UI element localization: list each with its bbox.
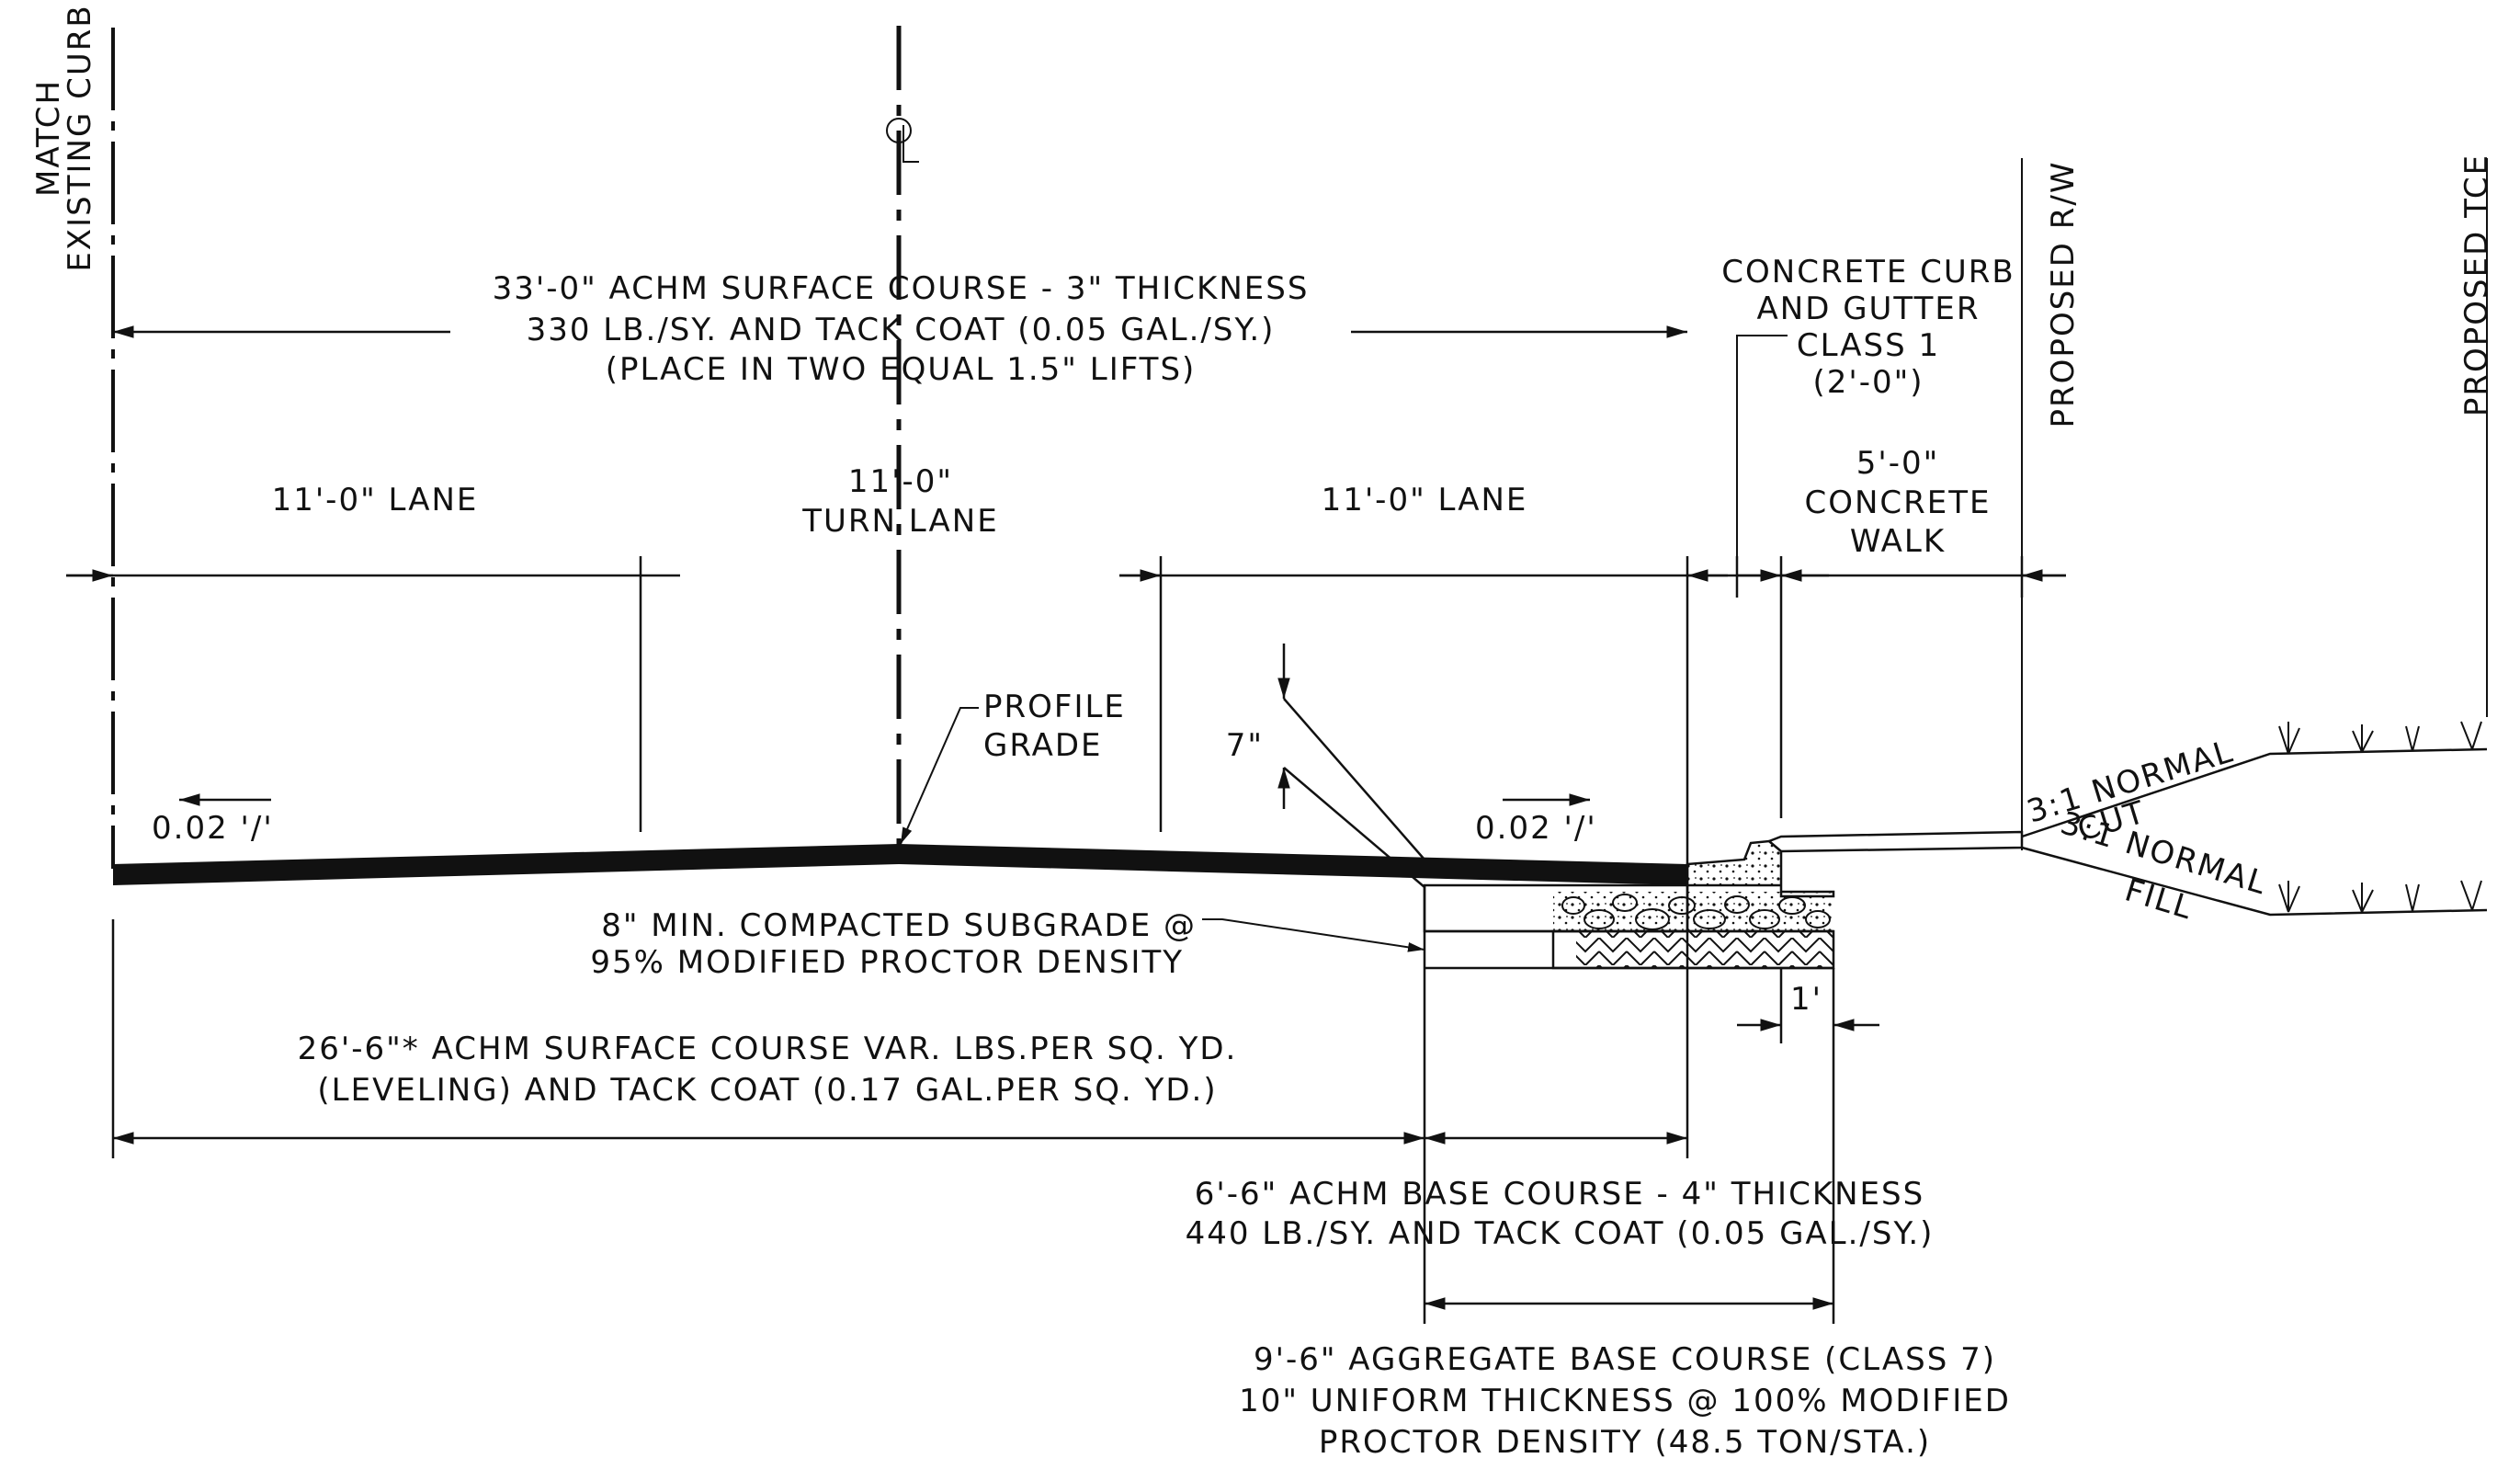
one-foot-label: 1' bbox=[1790, 981, 1822, 1018]
asphalt-surface-course bbox=[113, 844, 1687, 885]
base-course-label-2: 440 LB./SY. AND TACK COAT (0.05 GAL./SY.… bbox=[1186, 1215, 1935, 1252]
proposed-tce-label: PROPOSED TCE bbox=[2458, 154, 2495, 416]
curb-gutter-line-1: CONCRETE CURB bbox=[1721, 254, 2015, 291]
fill-slope-label-2: FILL bbox=[2120, 872, 2197, 927]
surface-course-line-1: 33'-0" ACHM SURFACE COURSE - 3" THICKNES… bbox=[493, 270, 1310, 307]
lane-right-label: 11'-0" LANE bbox=[1322, 482, 1528, 518]
subgrade-leader bbox=[1202, 918, 1425, 952]
proposed-rw-label: PROPOSED R/W bbox=[2045, 161, 2082, 428]
aggregate-base-course bbox=[1553, 892, 1833, 931]
aggregate-label-2: 10" UNIFORM THICKNESS @ 100% MODIFIED bbox=[1239, 1383, 2011, 1419]
concrete-curb-gutter bbox=[1686, 839, 1835, 898]
aggregate-label-1: 9'-6" AGGREGATE BASE COURSE (CLASS 7) bbox=[1254, 1341, 1996, 1378]
profile-grade-label-2: GRADE bbox=[983, 727, 1103, 764]
slope-left-label: 0.02 '/' bbox=[152, 810, 274, 847]
cut-slope-line bbox=[2021, 747, 2488, 838]
compacted-subgrade bbox=[1576, 931, 1833, 968]
curb-gutter-line-2: AND GUTTER bbox=[1757, 291, 1981, 327]
walk-label-1: 5'-0" bbox=[1856, 445, 1940, 482]
aggregate-label-3: PROCTOR DENSITY (48.5 TON/STA.) bbox=[1319, 1424, 1931, 1461]
concrete-walk bbox=[1766, 830, 2024, 853]
profile-grade-label-1: PROFILE bbox=[983, 689, 1126, 725]
curb-gutter-leader bbox=[1736, 335, 1788, 575]
turn-lane-label-1: 11'-0" bbox=[848, 463, 953, 500]
profile-grade-leader bbox=[900, 707, 979, 845]
base-course-label-1: 6'-6" ACHM BASE COURSE - 4" THICKNESS bbox=[1195, 1176, 1924, 1213]
slope-right-label: 0.02 '/' bbox=[1475, 810, 1597, 847]
leveling-label-2: (LEVELING) AND TACK COAT (0.17 GAL.PER S… bbox=[317, 1072, 1217, 1109]
walk-label-3: WALK bbox=[1850, 523, 1946, 560]
curb-gutter-line-4: (2'-0") bbox=[1812, 364, 1924, 401]
lane-left-label: 11'-0" LANE bbox=[272, 482, 479, 518]
curb-gutter-line-3: CLASS 1 bbox=[1797, 327, 1940, 364]
fill-slope-line bbox=[2021, 846, 2488, 917]
subgrade-label-1: 8" MIN. COMPACTED SUBGRADE @ bbox=[601, 907, 1197, 944]
match-curb-label-2: EXISTING CURB bbox=[62, 4, 98, 271]
vegetation-symbols bbox=[2278, 721, 2482, 913]
match-curb-label-1: MATCH bbox=[30, 79, 67, 197]
centerline-symbol: CL bbox=[886, 118, 919, 163]
depth-7-label: 7" bbox=[1226, 727, 1264, 764]
subgrade-label-2: 95% MODIFIED PROCTOR DENSITY bbox=[590, 944, 1184, 981]
surface-course-line-2: 330 LB./SY. AND TACK COAT (0.05 GAL./SY.… bbox=[527, 312, 1276, 348]
surface-course-line-3: (PLACE IN TWO EQUAL 1.5" LIFTS) bbox=[606, 351, 1197, 388]
walk-label-2: CONCRETE bbox=[1804, 484, 1991, 521]
turn-lane-label-2: TURN LANE bbox=[801, 503, 998, 540]
leveling-label-1: 26'-6"* ACHM SURFACE COURSE VAR. LBS.PER… bbox=[298, 1031, 1238, 1067]
